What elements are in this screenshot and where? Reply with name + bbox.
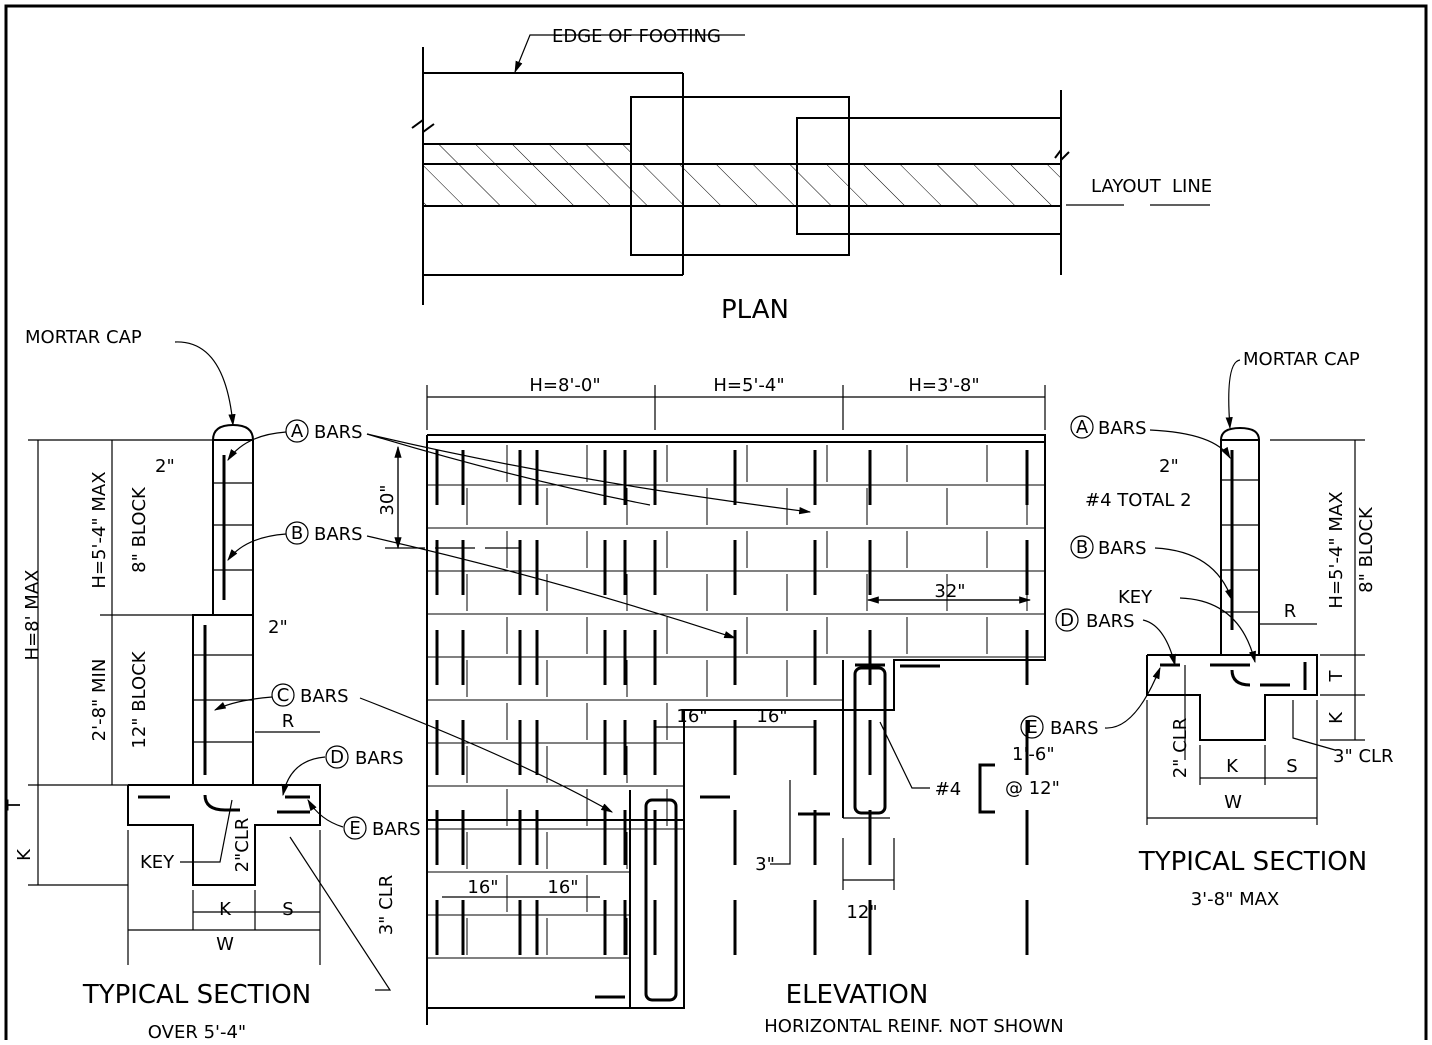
plan-view — [411, 34, 1210, 305]
stirrup-spacing: @ 12" — [1005, 778, 1060, 799]
callout-d-right: D — [1060, 610, 1074, 631]
callout-a-left: A — [291, 421, 304, 442]
right-dim-2: 2" — [1159, 456, 1179, 477]
stirrup-length: 1'-6" — [1012, 744, 1055, 765]
dim-12: 12" — [846, 902, 877, 923]
dim-16-d: 16" — [547, 877, 578, 898]
left-section-title: TYPICAL SECTION — [82, 980, 311, 1010]
right-block8: 8" BLOCK — [1356, 506, 1377, 593]
height-label-1: H=8'-0" — [529, 375, 600, 396]
dim-16-b: 16" — [756, 706, 787, 727]
left-dim-2b: 2" — [268, 617, 288, 638]
callout-b-left-label: BARS — [314, 524, 363, 545]
right-S: S — [1286, 756, 1297, 777]
callout-d-left: D — [330, 747, 344, 768]
left-K: K — [14, 848, 35, 861]
left-S: S — [282, 899, 293, 920]
right-section-title: TYPICAL SECTION — [1138, 847, 1367, 877]
right-K-bottom: K — [1226, 756, 1239, 777]
elevation-leaders — [359, 433, 812, 813]
elevation-title: ELEVATION — [786, 980, 929, 1010]
callout-a-right-label: BARS — [1098, 418, 1147, 439]
callout-c-label: BARS — [300, 686, 349, 707]
layout-label: LAYOUT — [1091, 176, 1162, 197]
right-h-upper: H=5'-4" MAX — [1326, 491, 1347, 608]
callout-a-right: A — [1076, 417, 1089, 438]
left-R: R — [282, 711, 295, 732]
callout-c: C — [277, 685, 290, 706]
left-dim-2a: 2" — [155, 456, 175, 477]
left-mortar-cap: MORTAR CAP — [25, 327, 142, 348]
sheet-border — [4, 4, 1428, 1045]
right-section-subtitle: 3'-8" MAX — [1191, 889, 1280, 910]
elevation-view — [385, 385, 1046, 1025]
callout-e-right: E — [1026, 717, 1037, 738]
callout-b-left: B — [291, 523, 303, 544]
dim-3: 3" — [755, 854, 775, 875]
elevation-note: HORIZONTAL REINF. NOT SHOWN — [764, 1016, 1063, 1037]
left-block12: 12" BLOCK — [129, 650, 150, 748]
right-W: W — [1224, 792, 1242, 813]
callout-a-left-label: BARS — [314, 422, 363, 443]
left-K-bottom: K — [219, 899, 232, 920]
right-R: R — [1284, 601, 1297, 622]
left-h-max: H=8' MAX — [22, 570, 43, 661]
right-section-view — [1104, 359, 1365, 825]
right-T: T — [1326, 670, 1347, 683]
left-section-view — [28, 341, 392, 991]
height-label-2: H=5'-4" — [713, 375, 784, 396]
dim-30: 30" — [377, 484, 398, 515]
dim-16-c: 16" — [467, 877, 498, 898]
callout-e-right-label: BARS — [1050, 718, 1099, 739]
right-total: #4 TOTAL 2 — [1085, 490, 1192, 511]
right-mortar-cap: MORTAR CAP — [1243, 349, 1360, 370]
left-h-upper: H=5'-4" MAX — [89, 471, 110, 588]
plan-title: PLAN — [721, 295, 789, 325]
right-K: K — [1326, 711, 1347, 724]
callout-e-left-label: BARS — [372, 819, 421, 840]
dim-16-a: 16" — [676, 706, 707, 727]
height-label-3: H=3'-8" — [908, 375, 979, 396]
edge-of-footing-label: EDGE OF FOOTING — [552, 26, 721, 47]
callout-b-right: B — [1076, 537, 1088, 558]
callout-d-left-label: BARS — [355, 748, 404, 769]
left-min-28: 2'-8" MIN — [89, 659, 110, 742]
left-clr3: 3" CLR — [376, 875, 397, 936]
right-clr3: 3" CLR — [1333, 746, 1394, 767]
line-label: LINE — [1172, 176, 1212, 197]
left-key: KEY — [140, 852, 175, 873]
left-clr2: 2"CLR — [232, 818, 253, 873]
left-T: T — [4, 799, 25, 812]
left-W: W — [216, 934, 234, 955]
dim-32: 32" — [934, 581, 965, 602]
bar-no4-label: #4 — [935, 779, 962, 800]
callout-b-right-label: BARS — [1098, 538, 1147, 559]
callout-e-left: E — [349, 818, 360, 839]
left-section-subtitle: OVER 5'-4" — [148, 1022, 246, 1040]
right-clr2: 2" CLR — [1170, 718, 1191, 779]
bar-callouts: A BARS B BARS C BARS D BARS E BARS A BAR… — [271, 415, 1147, 840]
right-key: KEY — [1118, 587, 1153, 608]
callout-d-right-label: BARS — [1086, 611, 1135, 632]
left-block8: 8" BLOCK — [129, 486, 150, 573]
